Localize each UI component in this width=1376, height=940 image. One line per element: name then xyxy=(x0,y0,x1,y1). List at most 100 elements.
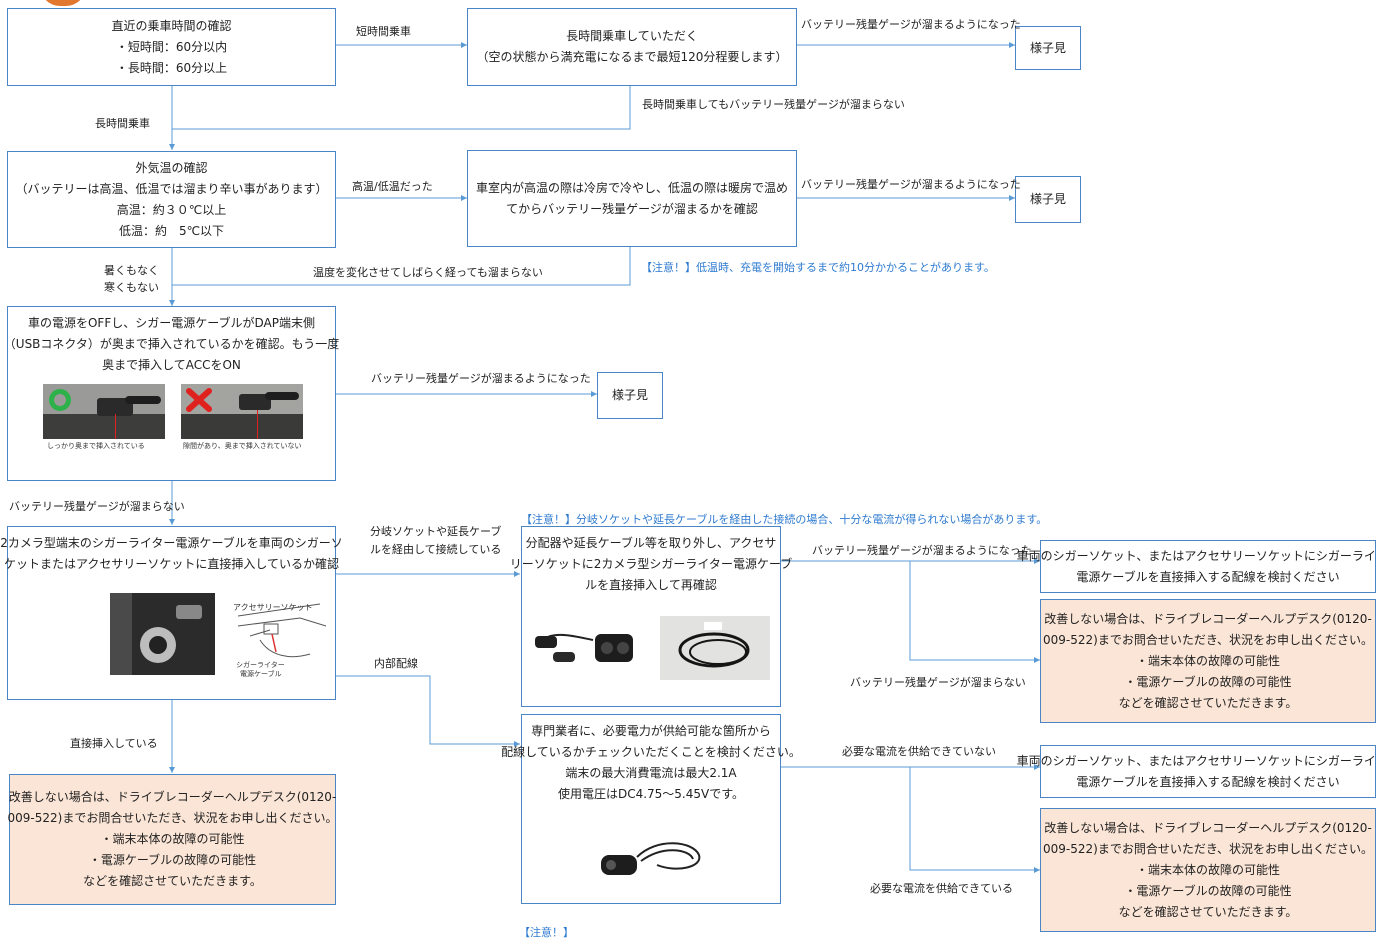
box-line: リーソケットに2カメラ型シガーライター電源ケーブ xyxy=(509,557,793,571)
label-splitter-2: ルを経由して接続している xyxy=(370,543,502,556)
box-line: 改善しない場合は、ドライブレコーダーヘルプデスク(0120- xyxy=(1044,820,1372,835)
box-line: 長時間乗車していただく xyxy=(566,29,698,43)
box-line: 配線しているかチェックいただくことを検討ください。 xyxy=(501,745,801,759)
label-gauge-ok-4: バッテリー残量ゲージが溜まるようになった xyxy=(812,544,1032,557)
ok-circle-icon xyxy=(49,389,71,411)
box-line: 低温：約 5℃以下 xyxy=(118,223,225,238)
box-line: （空の状態から満充電になるまで最短120分程要します） xyxy=(476,50,788,64)
box-line: 009-522)までお問合せいただき、状況をお申し出ください。 xyxy=(1043,632,1373,647)
note-bottom: 【注意！】 xyxy=(519,926,574,939)
ride-time-box: 直近の乗車時間の確認 ・短時間：60分以内 ・長時間：60分以上 xyxy=(7,8,336,86)
box-line: 改善しない場合は、ドライブレコーダーヘルプデスク(0120- xyxy=(1044,611,1372,626)
label-gauge-ok-2: バッテリー残量ゲージが溜まるようになった xyxy=(801,178,1021,191)
box-line: 使用電圧はDC4.75～5.45Vです。 xyxy=(557,787,745,801)
box-line: ルを直接挿入して再確認 xyxy=(585,578,717,592)
extension-cable-photo xyxy=(660,616,770,680)
box-line: 2カメラ型端末のシガーライター電源ケーブルを車両のシガーソ xyxy=(0,536,343,550)
temperature-box: 外気温の確認 （バッテリーは高温、低温では溜まり辛い事があります） 高温：約３０… xyxy=(7,151,336,248)
watch-box-1: 様子見 xyxy=(1015,26,1081,70)
label-not-hot-2: 寒くもない xyxy=(104,281,159,294)
note-splitter: 【注意！】分岐ソケットや延長ケーブルを経由した接続の場合、十分な電流が得られない… xyxy=(521,513,1048,526)
box-line: 様子見 xyxy=(611,388,648,402)
ng-cross-icon xyxy=(186,388,212,412)
box-line: などを確認させていただきます。 xyxy=(1118,904,1298,919)
box-line: ・電源ケーブルの故障の可能性 xyxy=(1124,674,1292,689)
label-splitter-1: 分岐ソケットや延長ケーブ xyxy=(370,525,502,538)
box-line: 外気温の確認 xyxy=(135,160,208,175)
label-hot-cold: 高温/低温だった xyxy=(352,180,433,193)
box-line: 高温：約３０℃以上 xyxy=(116,202,227,217)
contractor-box: 専門業者に、必要電力が供給可能な箇所から 配線しているかチェックいただくことを検… xyxy=(501,714,801,904)
box-line: などを確認させていただきます。 xyxy=(83,874,262,888)
label-internal: 内部配線 xyxy=(374,657,418,670)
socket-label: アクセサリーソケット xyxy=(233,603,313,612)
watch-box-2: 様子見 xyxy=(1015,176,1081,223)
box-line: 電源ケーブルを直接挿入する配線を検討ください xyxy=(1076,774,1340,789)
long-ride-box: 長時間乗車していただく （空の状態から満充電になるまで最短120分程要します） xyxy=(467,8,797,86)
top-tab-decoration xyxy=(40,0,86,6)
aircon-box: 車室内が高温の際は冷房で冷やし、低温の際は暖房で温め てからバッテリー残量ゲージ… xyxy=(467,150,797,247)
consider-wiring-box-2: 車両のシガーソケット、またはアクセサリーソケットにシガーライター 電源ケーブルを… xyxy=(1017,745,1376,798)
helpdesk-box-right-2: 改善しない場合は、ドライブレコーダーヘルプデスク(0120- 009-522)ま… xyxy=(1040,808,1376,932)
box-line: ・端末本体の故障の可能性 xyxy=(1135,862,1280,877)
arrow-internal xyxy=(335,675,520,747)
box-line: 専門業者に、必要電力が供給可能な箇所から xyxy=(531,724,771,738)
label-temp-change: 温度を変化させてしばらく経っても溜まらない xyxy=(313,266,543,279)
helpdesk-box-left: 改善しない場合は、ドライブレコーダーヘルプデスク(0120- 009-522)ま… xyxy=(7,774,338,905)
car-socket-photo xyxy=(110,593,215,675)
box-line: 車室内が高温の際は冷房で冷やし、低温の際は暖房で温め xyxy=(475,180,788,195)
connector-good-photo xyxy=(43,384,165,439)
cable-plug-photo xyxy=(597,831,707,885)
box-line: ケットまたはアクセサリーソケットに直接挿入しているか確認 xyxy=(3,557,340,571)
label-long-no-fill: 長時間乗車してもバッテリー残量ゲージが溜まらない xyxy=(642,98,905,111)
connector-bad-photo xyxy=(181,384,303,439)
label-gauge-ok-3: バッテリー残量ゲージが溜まるようになった xyxy=(371,372,591,385)
note-cold: 【注意！】低温時、充電を開始するまで約10分かかることがあります。 xyxy=(641,261,995,274)
label-short-ride: 短時間乗車 xyxy=(356,25,411,38)
box-line: ・端末本体の故障の可能性 xyxy=(100,832,245,846)
box-line: などを確認させていただきます。 xyxy=(1118,695,1298,710)
label-gauge-no-2: バッテリー残量ゲージが溜まらない xyxy=(850,676,1026,689)
splitter-photo xyxy=(533,612,639,670)
box-line: 直近の乗車時間の確認 xyxy=(111,18,232,33)
cable-label-1: シガーライター xyxy=(236,661,285,669)
box-line: 009-522)までお問合せいただき、状況をお申し出ください。 xyxy=(7,811,338,825)
box-line: 分配器や延長ケーブル等を取り外し、アクセサ xyxy=(525,536,777,550)
box-line: 様子見 xyxy=(1029,40,1066,55)
box-line: 009-522)までお問合せいただき、状況をお申し出ください。 xyxy=(1043,841,1373,856)
box-line: 様子見 xyxy=(1029,192,1066,206)
arrow-helpdesk-right2 xyxy=(909,767,1040,873)
box-line: 車両のシガーソケット、またはアクセサリーソケットにシガーライター xyxy=(1016,548,1376,563)
cable-label-2: 電源ケーブル xyxy=(240,670,282,678)
box-line: てからバッテリー残量ゲージが溜まるかを確認 xyxy=(506,201,758,216)
label-direct-in: 直接挿入している xyxy=(70,737,158,750)
box-line: （USBコネクタ）が奥まで挿入されているかを確認。もう一度 xyxy=(3,337,340,351)
box-line: 電源ケーブルを直接挿入する配線を検討ください xyxy=(1076,569,1340,584)
box-line: 車の電源をOFFし、シガー電源ケーブルがDAP端末側 xyxy=(27,316,315,330)
box-line: 端末の最大消費電流は最大2.1A xyxy=(565,766,737,780)
consider-wiring-box-1: 車両のシガーソケット、またはアクセサリーソケットにシガーライター 電源ケーブルを… xyxy=(1017,540,1376,593)
socket-diagram-image: アクセサリーソケット シガーライター 電源ケーブル xyxy=(230,596,330,680)
arrow-helpdesk-right1 xyxy=(909,561,1040,663)
box-line: ・電源ケーブルの故障の可能性 xyxy=(1124,883,1292,898)
caption-bad: 隙間があり、奥まで挿入されていない xyxy=(183,442,302,450)
box-line: ・短時間：60分以内 xyxy=(115,39,228,54)
label-has-current: 必要な電流を供給できている xyxy=(870,882,1013,895)
label-no-current: 必要な電流を供給できていない xyxy=(842,745,996,758)
box-line: 改善しない場合は、ドライブレコーダーヘルプデスク(0120- xyxy=(8,790,337,804)
line-long-no-fill xyxy=(172,86,631,130)
line-temp-change xyxy=(172,247,631,286)
label-gauge-no-1: バッテリー残量ゲージが溜まらない xyxy=(9,500,185,513)
caption-good: しっかり奥まで挿入されている xyxy=(47,442,145,450)
box-line: ・長時間：60分以上 xyxy=(115,60,228,75)
box-line: 車両のシガーソケット、またはアクセサリーソケットにシガーライター xyxy=(1016,753,1376,768)
box-line: ・端末本体の故障の可能性 xyxy=(1135,653,1280,668)
label-long-ride: 長時間乗車 xyxy=(95,117,150,130)
watch-box-3: 様子見 xyxy=(597,372,663,419)
label-not-hot-1: 暑くもなく xyxy=(104,264,159,277)
label-gauge-ok-1: バッテリー残量ゲージが溜まるようになった xyxy=(801,18,1021,31)
box-line: 奥まで挿入してACCをON xyxy=(102,358,241,372)
box-line: （バッテリーは高温、低温では溜まり辛い事があります） xyxy=(15,181,328,196)
box-line: ・電源ケーブルの故障の可能性 xyxy=(88,853,257,867)
